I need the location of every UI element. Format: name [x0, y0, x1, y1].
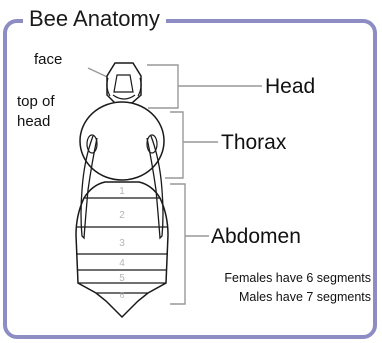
segment-number-3: 3	[119, 238, 125, 249]
segment-number-4: 4	[119, 258, 125, 269]
segment-number-2: 2	[119, 210, 125, 221]
head-bracket	[147, 65, 178, 108]
segment-number-6: 6	[120, 291, 125, 300]
segment-number-1: 1	[119, 186, 125, 197]
bee-face	[114, 75, 133, 92]
note-females: Females have 6 segments	[224, 272, 371, 285]
label-abdomen: Abdomen	[211, 226, 301, 247]
label-top-of-head-line1: top of	[17, 94, 55, 109]
abdomen-bracket	[170, 184, 185, 304]
label-face: face	[34, 52, 62, 67]
label-head: Head	[265, 76, 315, 97]
segment-number-5: 5	[119, 273, 125, 284]
label-thorax: Thorax	[221, 132, 286, 153]
note-males: Males have 7 segments	[239, 291, 371, 304]
thorax-bracket	[165, 112, 183, 178]
diagram-title: Bee Anatomy	[23, 4, 166, 34]
label-top-of-head-line2: head	[17, 114, 50, 129]
